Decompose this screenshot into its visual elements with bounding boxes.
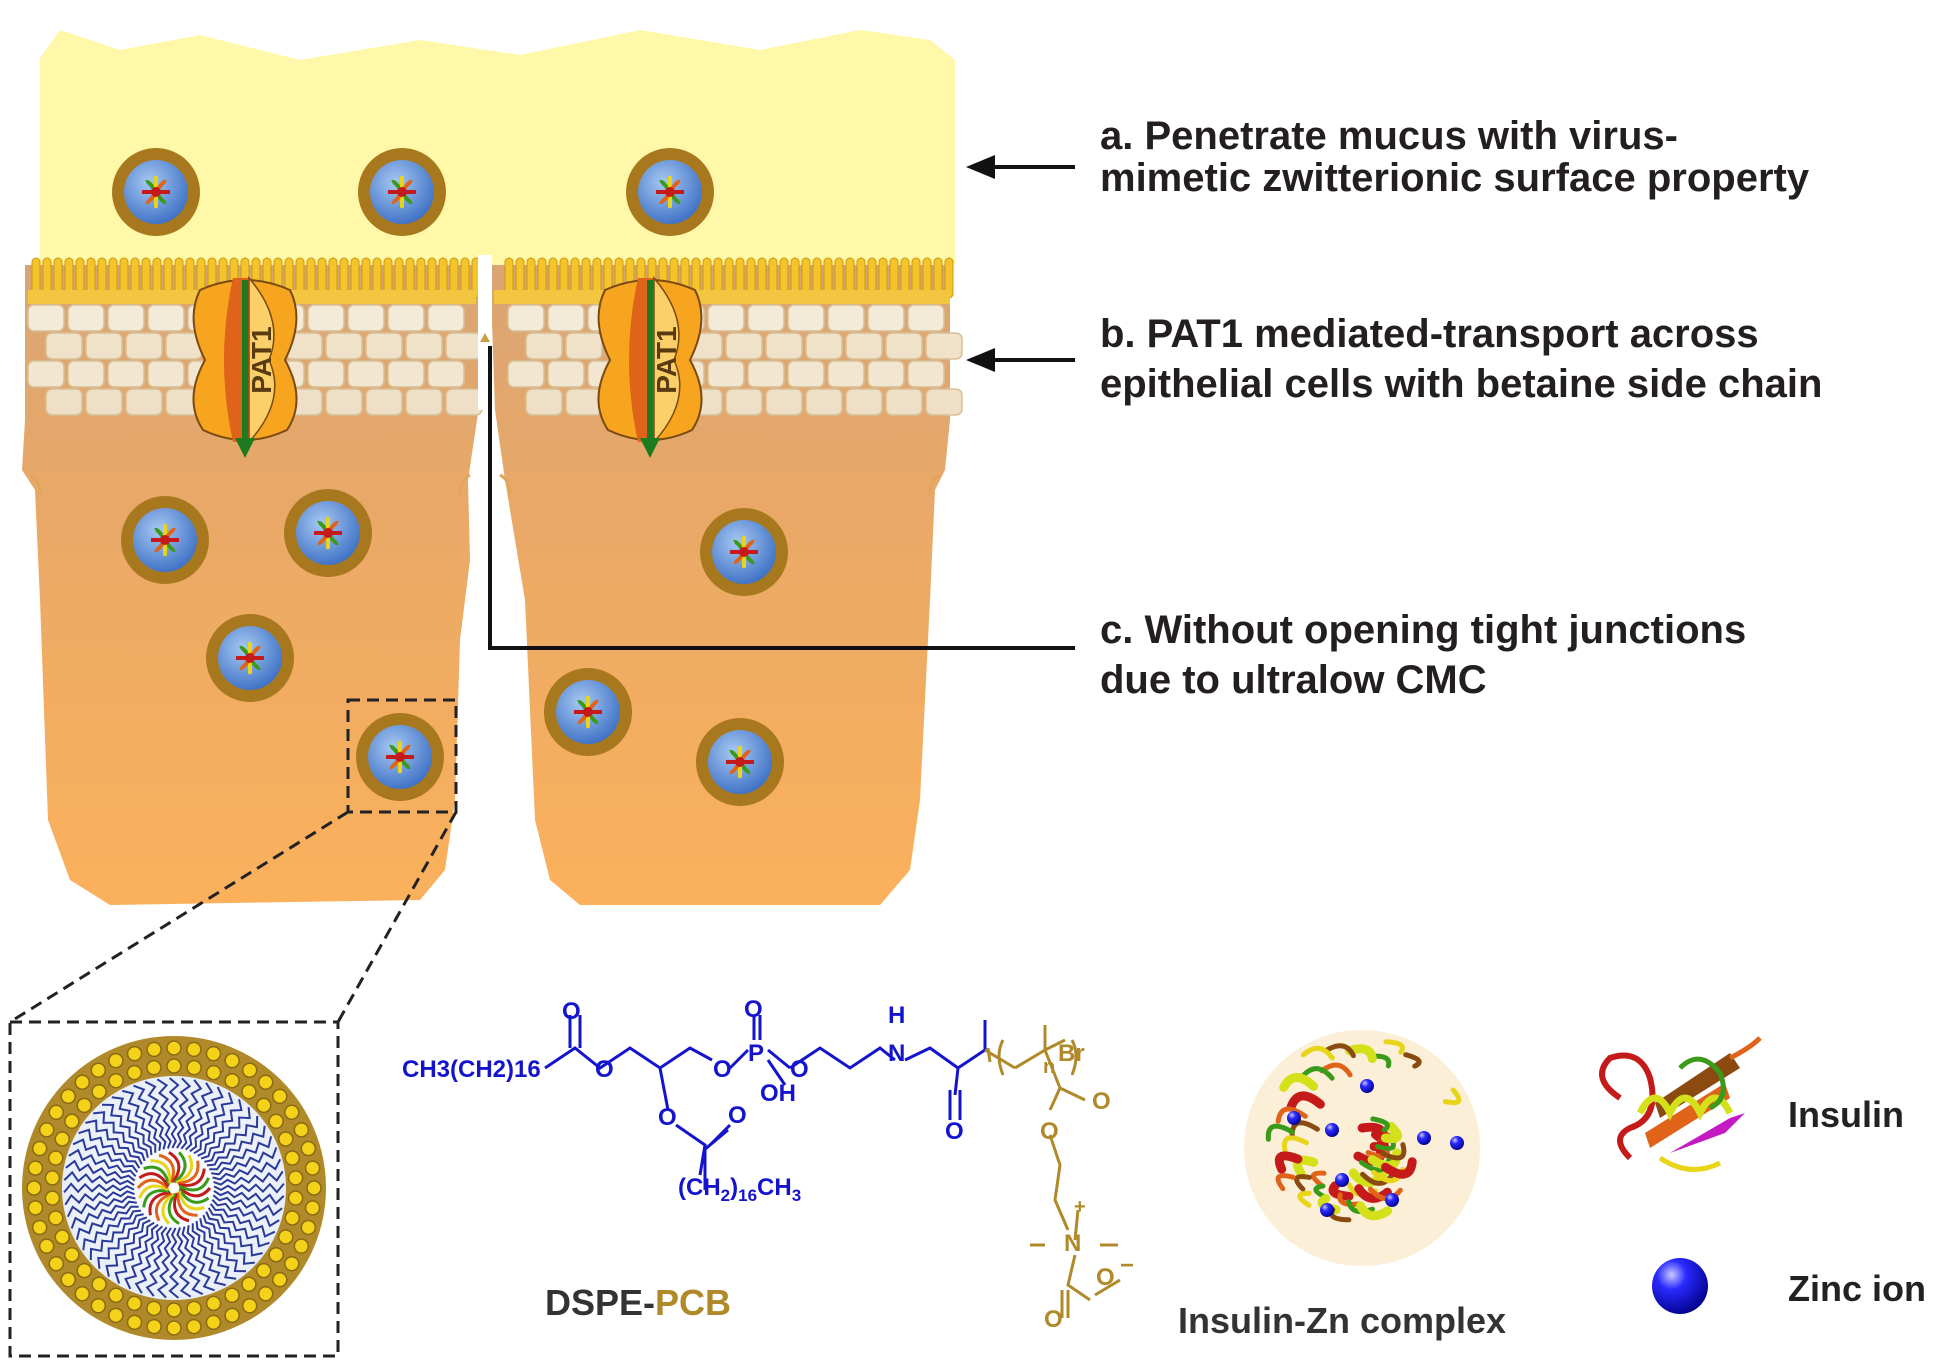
junction-marker [480,333,490,342]
chem-OH: OH [760,1080,796,1107]
chem-O-2: O [595,1056,614,1083]
zoom-box-large [8,1020,340,1358]
chem-N-plus: N [1064,1230,1082,1257]
pat1-transporter-left: PAT1 [192,275,298,458]
micelle-enlarged [22,1036,326,1340]
chem-O-5: O [713,1056,732,1083]
chem-n: n [1043,1056,1056,1078]
zoom-box-small [346,698,458,814]
microvilli [28,257,954,304]
nanoparticle [626,148,714,236]
insulin-monomer-icon [1599,1036,1762,1172]
zinc-legend-label: Zinc ion [1788,1268,1926,1309]
chem-O-4: O [728,1102,747,1129]
cell-boundary-left [29,473,471,496]
arrow-a [966,155,1075,179]
cell-boundary-right [499,473,941,496]
label-b-line2: epithelial cells with betaine side chain [1100,362,1823,406]
nanoparticle-group [112,148,788,806]
chem-O-11: O [1044,1306,1063,1333]
nanoparticle [700,508,788,596]
chem-O-10: O [1040,1118,1059,1145]
chem-left-chain: CH3(CH2)16 [402,1056,541,1083]
nanoparticle [544,668,632,756]
chem-N: N [888,1040,906,1067]
nanoparticle [284,489,372,577]
dspe-pcb-name: DSPE-PCB [545,1282,732,1323]
zoom-line-left [9,810,349,1024]
chem-minus: − [1120,1252,1135,1279]
pat1-transporter-right: PAT1 [597,275,703,458]
nanoparticle [356,713,444,801]
nanoparticle [358,148,446,236]
label-c-line1: c. Without opening tight junctions [1100,608,1747,652]
zoom-line-right [336,811,458,1023]
chem-bottom-chain: (CH2)16CH3 [678,1174,802,1205]
insulin-zn-complex [1244,1030,1480,1266]
label-b-line1: b. PAT1 mediated-transport across [1100,312,1759,356]
nanoparticle [206,614,294,702]
chem-O-7: O [790,1056,809,1083]
chem-O-1: O [562,998,581,1025]
arrow-b [966,348,1075,372]
chem-Br: Br [1058,1040,1085,1067]
chem-P: P [748,1040,765,1067]
chem-O-9: O [1092,1088,1111,1115]
dspe-pcb-structure [544,1015,1121,1318]
chem-O-3: O [658,1104,677,1131]
chem-O-12: O [1096,1264,1115,1291]
pat1-label: PAT1 [246,326,277,393]
nanoparticle [112,148,200,236]
label-a-line1: a. Penetrate mucus with virus- [1100,114,1678,158]
chem-H: H [888,1002,906,1029]
label-c-line2: due to ultralow CMC [1100,658,1487,702]
complex-caption: Insulin-Zn complex [1178,1300,1507,1341]
zinc-ion-icon [1652,1258,1708,1314]
label-a-line2: mimetic zwitterionic surface property [1100,156,1810,200]
chem-plus: + [1074,1196,1086,1218]
insulin-legend-label: Insulin [1788,1094,1904,1135]
chem-O-6: O [744,996,763,1023]
mucus-layer [40,30,955,265]
nanoparticle [696,718,784,806]
chem-O-8: O [945,1118,964,1145]
nanoparticle [121,496,209,584]
connector-c [488,346,1075,650]
pat1-label: PAT1 [651,326,682,393]
